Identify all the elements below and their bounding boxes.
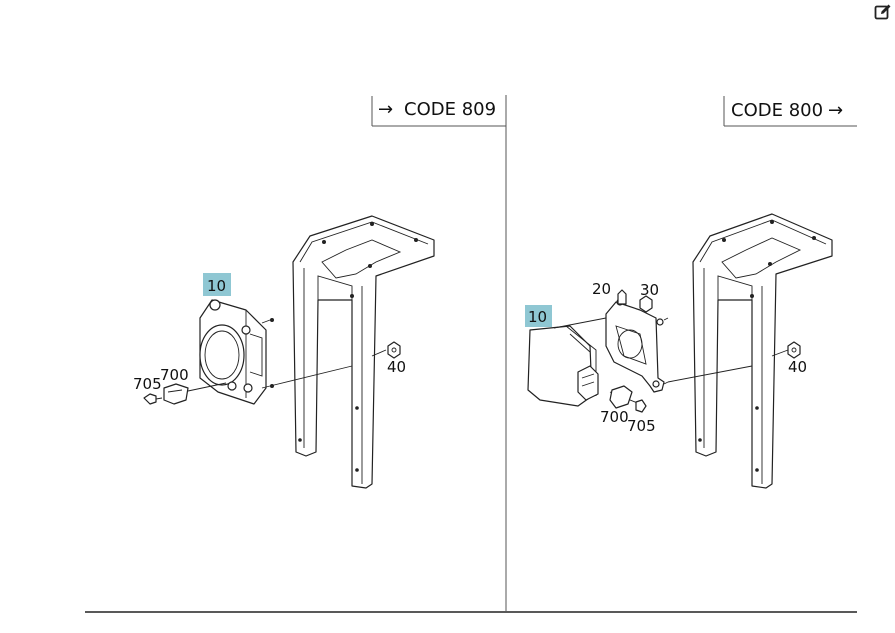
right-rect-lamp: [527, 325, 599, 407]
right-nut-30: [639, 295, 653, 313]
left-code-arrow: →: [378, 99, 393, 120]
right-callout-700[interactable]: 700: [600, 408, 629, 426]
right-screw-705: [635, 399, 647, 413]
right-bolt-20: [617, 289, 627, 305]
right-callout-30[interactable]: 30: [640, 281, 659, 299]
edit-icon[interactable]: [874, 3, 892, 21]
right-mount-bracket-30: [605, 298, 669, 393]
left-callout-10-highlight: [203, 273, 231, 296]
left-callout-10[interactable]: 10: [207, 277, 226, 295]
right-callout-10-highlight: [525, 305, 552, 327]
right-clip-700: [609, 385, 633, 409]
left-screw-705: [143, 393, 163, 405]
right-code-arrow: →: [828, 100, 843, 121]
left-clip-700: [163, 383, 189, 405]
left-callout-705[interactable]: 705: [133, 375, 162, 393]
right-support-frame: [692, 213, 833, 489]
left-callout-40[interactable]: 40: [387, 358, 406, 376]
right-code-box: CODE 800 →: [723, 96, 857, 127]
right-nut-40: [787, 341, 801, 359]
left-callout-700[interactable]: 700: [160, 366, 189, 384]
left-code-label: CODE 809: [404, 99, 496, 120]
right-callout-20[interactable]: 20: [592, 280, 611, 298]
right-code-label: CODE 800: [731, 100, 823, 121]
left-nut-40: [387, 341, 401, 359]
left-code-box: → CODE 809: [371, 96, 506, 127]
left-support-frame: [292, 215, 435, 489]
right-callout-10[interactable]: 10: [528, 308, 547, 326]
right-callout-705[interactable]: 705: [627, 417, 656, 435]
right-callout-40[interactable]: 40: [788, 358, 807, 376]
left-leaders: [187, 349, 387, 392]
left-round-lamp: [199, 299, 274, 405]
